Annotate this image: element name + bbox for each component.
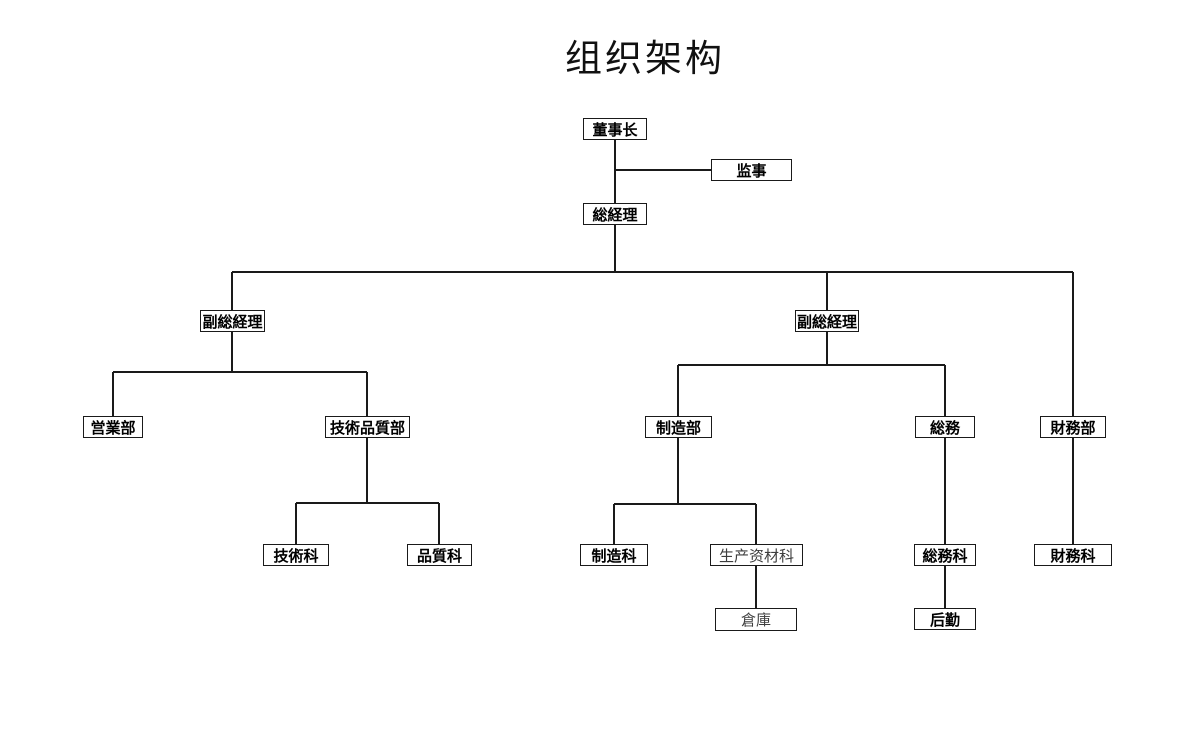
connector-line [944,365,946,416]
connector-line [678,364,945,366]
org-node-manufacturing-dept: 制造部 [645,416,712,438]
connector-line [677,365,679,416]
connector-line [366,438,368,503]
connector-line [231,332,233,372]
org-node-supervisor: 监事 [711,159,792,181]
connector-line [366,372,368,416]
org-node-general-affairs-section: 総務科 [914,544,976,566]
connector-line [826,332,828,365]
org-node-finance-dept: 財務部 [1040,416,1106,438]
connector-line [1072,272,1074,416]
connector-line [613,504,615,544]
org-node-tech-quality-dept: 技術品質部 [325,416,410,438]
connector-line [944,438,946,544]
org-node-deputy-gm-left: 副総経理 [200,310,265,332]
org-node-manufacturing-section: 制造科 [580,544,648,566]
connector-line [677,438,679,504]
org-node-warehouse: 倉庫 [715,608,797,631]
connector-line [232,271,1073,273]
org-node-quality-section: 品質科 [407,544,472,566]
org-node-logistics: 后勤 [914,608,976,630]
connector-line [826,272,828,310]
connector-line [438,503,440,544]
connector-line [615,169,711,171]
org-node-general-affairs-dept: 総務 [915,416,975,438]
org-node-finance-section: 財務科 [1034,544,1112,566]
org-node-production-materials-section: 生产资材科 [710,544,803,566]
org-node-sales-dept: 営業部 [83,416,143,438]
connector-line [755,566,757,608]
connector-line [944,566,946,608]
org-node-tech-section: 技術科 [263,544,329,566]
connector-line [1072,438,1074,544]
org-node-general-manager: 総経理 [583,203,647,225]
connector-line [113,371,367,373]
page-title: 组织架构 [565,38,725,79]
connector-line [295,503,297,544]
connector-line [296,502,439,504]
org-node-deputy-gm-right: 副総経理 [795,310,859,332]
connector-line [614,140,616,203]
connector-line [755,504,757,544]
connector-line [112,372,114,416]
connector-line [614,503,756,505]
org-node-chairman: 董事长 [583,118,647,140]
connector-line [231,272,233,310]
connector-line [614,225,616,272]
